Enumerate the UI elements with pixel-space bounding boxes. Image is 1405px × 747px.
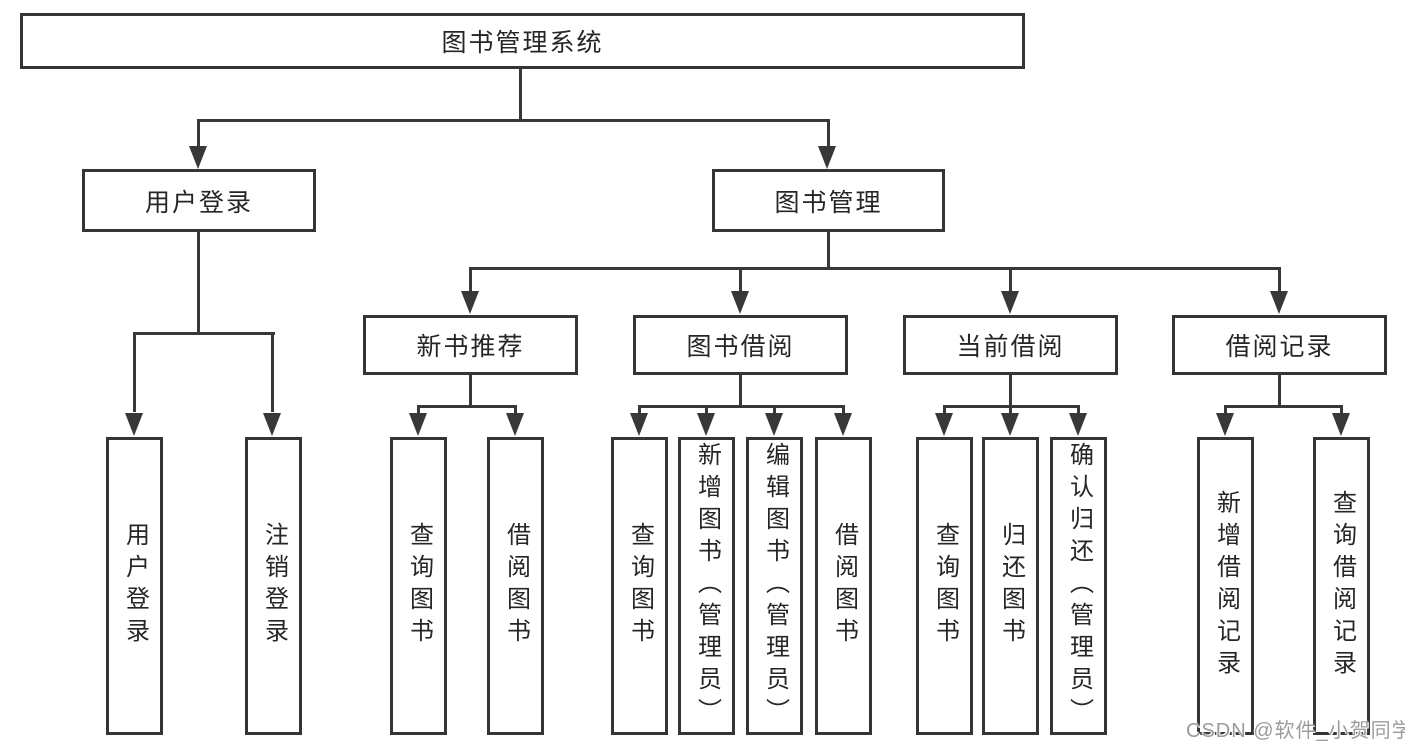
leaf-confirm-return-admin: 确认归还（管理员） [1050,437,1107,735]
arrow-down-icon [1069,413,1087,436]
arrow-down-icon [630,413,648,436]
leaf-search-books-borrow: 查询图书 [611,437,668,735]
connector-drop [842,407,845,415]
connector-branch [638,405,845,408]
connector-drop [469,270,472,292]
connector-drop [1224,407,1227,415]
connector-drop [943,407,946,415]
connector-drop [1009,407,1012,415]
arrow-down-icon [506,413,524,436]
connector-drop [705,407,708,415]
leaf-label: 确认归还（管理员） [1065,442,1093,730]
arrow-down-icon [731,291,749,314]
leaf-label: 查询图书 [626,522,654,650]
arrow-down-icon [1001,291,1019,314]
connector-root-stem [519,69,522,121]
arrow-down-icon [935,413,953,436]
node-new-book-recommend: 新书推荐 [363,315,578,375]
leaf-search-books-current: 查询图书 [916,437,973,735]
leaf-edit-book-admin: 编辑图书（管理员） [746,437,803,735]
arrow-down-icon [125,413,143,436]
connector-drop [1077,407,1080,415]
node-current-borrow: 当前借阅 [903,315,1118,375]
leaf-add-book-admin: 新增图书（管理员） [678,437,735,735]
connector-stem [1278,375,1281,407]
leaf-label: 编辑图书（管理员） [761,442,789,730]
node-label: 借阅记录 [1225,333,1334,361]
connector-book-mgmt-stem [827,232,830,270]
connector-drop [739,270,742,292]
leaf-borrow-books: 借阅图书 [815,437,872,735]
arrow-down-icon [834,413,852,436]
arrow-down-icon [189,146,207,169]
node-label: 新书推荐 [416,333,525,361]
connector-stem [739,375,742,407]
arrow-down-icon [1332,413,1350,436]
connector-branch [417,405,517,408]
connector-drop [271,334,274,412]
leaf-search-books-recommend: 查询图书 [390,437,447,735]
arrow-down-icon [461,291,479,314]
leaf-search-borrow-record: 查询借阅记录 [1313,437,1370,735]
node-label: 当前借阅 [956,333,1065,361]
leaf-label: 新增借阅记录 [1212,490,1240,682]
connector-drop [417,407,420,415]
leaf-label: 查询借阅记录 [1328,490,1356,682]
connector-drop [514,407,517,415]
connector-stem [1009,375,1012,407]
watermark: CSDN @软件_小贺同学 [1186,720,1405,742]
arrow-down-icon [765,413,783,436]
leaf-user-login: 用户登录 [106,437,163,735]
arrow-down-icon [697,413,715,436]
leaf-label: 新增图书（管理员） [693,442,721,730]
leaf-label: 归还图书 [997,522,1025,650]
leaf-label: 借阅图书 [502,522,530,650]
node-label: 图书借阅 [686,333,795,361]
connector-drop [773,407,776,415]
arrow-down-icon [409,413,427,436]
connector-user-login-stem [197,232,200,335]
arrow-down-icon [263,413,281,436]
connector-user-login-branch [133,332,275,335]
node-book-borrow: 图书借阅 [633,315,848,375]
node-library-system: 图书管理系统 [20,13,1025,69]
node-label: 用户登录 [144,188,253,217]
connector-drop [1340,407,1343,415]
leaf-borrow-books-recommend: 借阅图书 [487,437,544,735]
arrow-down-icon [1270,291,1288,314]
leaf-label: 查询图书 [931,522,959,650]
leaf-label: 借阅图书 [830,522,858,650]
arrow-down-icon [1001,413,1019,436]
connector-drop [1009,270,1012,292]
node-book-management: 图书管理 [712,169,945,232]
leaf-add-borrow-record: 新增借阅记录 [1197,437,1254,735]
node-user-login: 用户登录 [82,169,316,232]
node-label: 图书管理 [774,188,883,217]
connector-root-branch [197,119,830,122]
leaf-label: 查询图书 [405,522,433,650]
leaf-label: 用户登录 [121,522,149,650]
connector-book-mgmt-branch [469,267,1281,270]
node-label: 图书管理系统 [441,29,604,57]
connector-branch [943,405,1080,408]
connector-branch [1224,405,1343,408]
connector-drop [1278,270,1281,292]
connector-drop [133,334,136,412]
leaf-return-book: 归还图书 [982,437,1039,735]
node-borrow-records: 借阅记录 [1172,315,1387,375]
arrow-down-icon [1216,413,1234,436]
connector-user-login-drop [197,121,200,148]
leaf-logout: 注销登录 [245,437,302,735]
connector-stem [469,375,472,407]
arrow-down-icon [818,146,836,169]
connector-book-mgmt-drop [827,121,830,148]
leaf-label: 注销登录 [260,522,288,650]
connector-drop [638,407,641,415]
